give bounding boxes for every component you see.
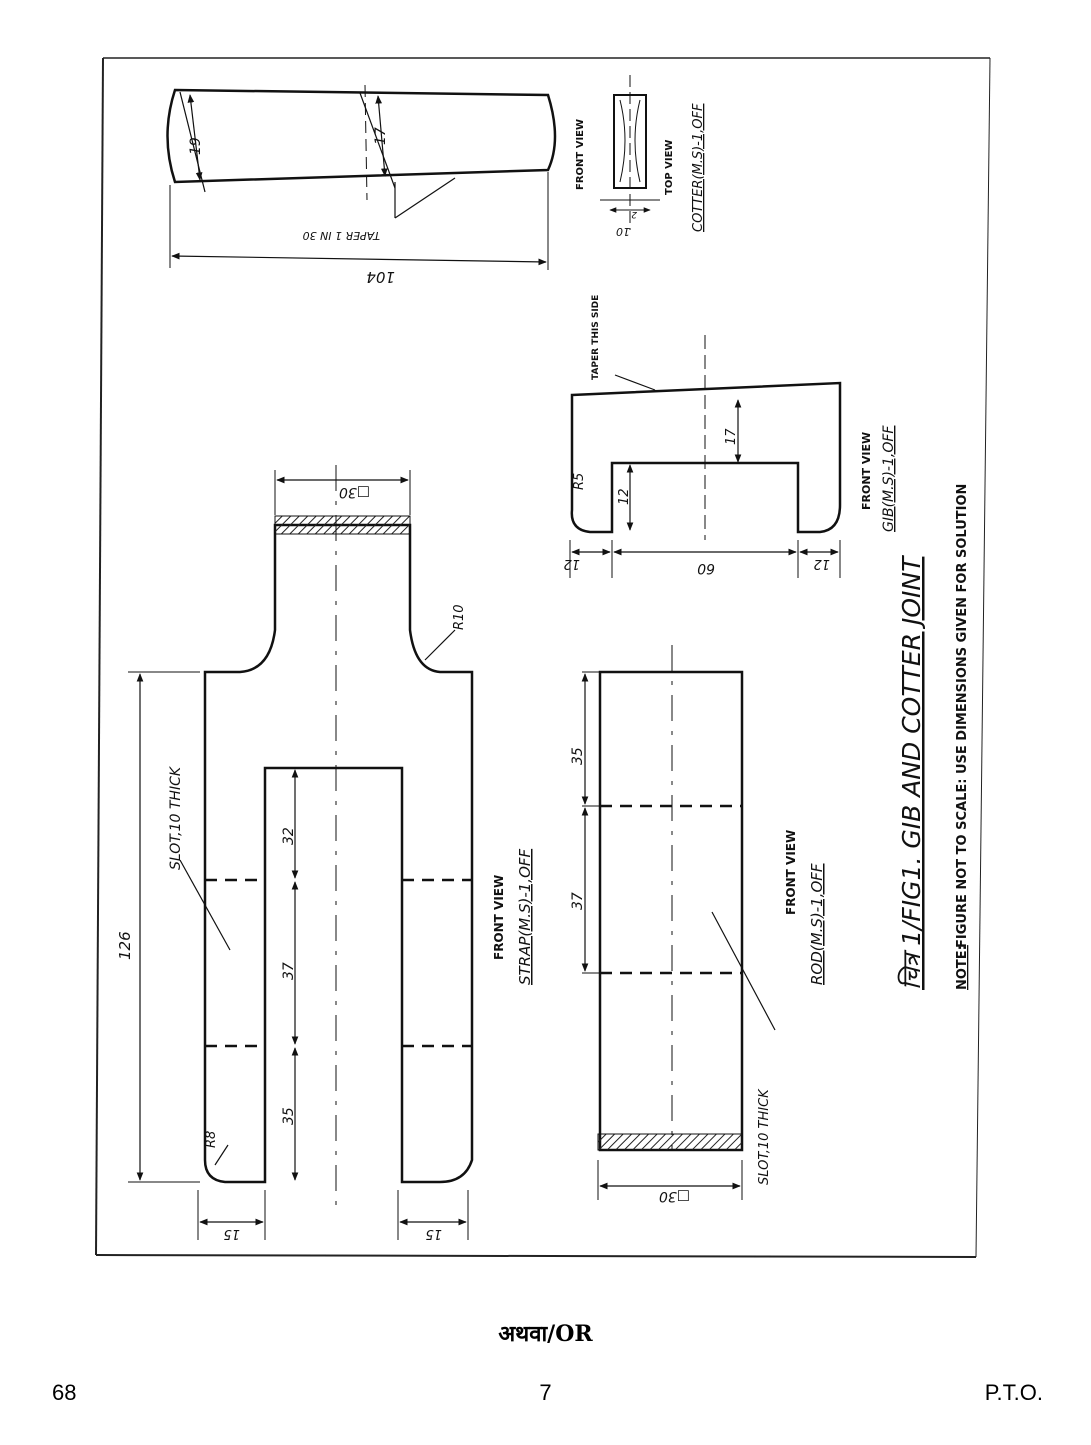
strap-dim-15-right: 15 xyxy=(425,1226,442,1241)
page-number: 7 xyxy=(539,1380,552,1405)
page-code: 68 xyxy=(52,1380,77,1405)
drawing-frame xyxy=(95,57,991,1258)
note-label: NOTE: xyxy=(955,945,970,990)
strap-slot-label: SLOT,10 THICK xyxy=(168,765,184,870)
strap-name: STRAP(M.S)-1,OFF xyxy=(516,848,534,985)
cotter-front-view-label: FRONT VIEW xyxy=(575,119,586,190)
gib-radius-r5: R5 xyxy=(572,473,587,490)
cotter-dim-2: 2 xyxy=(631,209,637,219)
gib-taper-note: TAPER THIS SIDE xyxy=(591,295,601,380)
rod-front-view xyxy=(581,645,776,1200)
cotter-front-view xyxy=(166,84,557,270)
rod-dim-35: 35 xyxy=(570,747,586,765)
cotter-dim-19: 19 xyxy=(188,137,204,155)
cotter-taper-label: TAPER 1 IN 30 xyxy=(303,229,380,242)
rod-square-30: □30 xyxy=(659,1188,690,1204)
cotter-dim-10: 10 xyxy=(616,225,630,238)
strap-dim-35: 35 xyxy=(281,1107,297,1125)
rod-view-label: FRONT VIEW xyxy=(784,830,798,915)
strap-dim-126: 126 xyxy=(116,931,134,960)
gib-name: GIB(M.S)-1,OFF xyxy=(881,425,897,532)
strap-square-30: □30 xyxy=(339,484,370,500)
or-separator: अथवा/OR xyxy=(498,1321,593,1347)
strap-radius-r10: R10 xyxy=(452,604,467,630)
gib-front-view xyxy=(569,335,842,578)
cotter-dim-104: 104 xyxy=(366,268,395,286)
strap-dim-15-left: 15 xyxy=(223,1226,240,1241)
rod-name: ROD(M.S)-1,OFF xyxy=(808,863,826,985)
cotter-top-view xyxy=(600,75,660,230)
cotter-top-view-label: TOP VIEW xyxy=(664,140,675,195)
cotter-dim-17: 17 xyxy=(373,127,389,145)
strap-radius-r8: R8 xyxy=(204,1131,219,1148)
please-turn-over: P.T.O. xyxy=(984,1380,1043,1405)
gib-dim-12-right: 12 xyxy=(813,556,830,571)
strap-dim-37: 37 xyxy=(281,962,297,980)
gib-dim-60: 60 xyxy=(697,560,715,576)
gib-view-label: FRONT VIEW xyxy=(860,432,873,510)
strap-view-label: FRONT VIEW xyxy=(492,875,506,960)
rod-dim-37: 37 xyxy=(570,892,586,910)
gib-dim-12-depth: 12 xyxy=(617,488,632,505)
gib-dim-17: 17 xyxy=(724,428,739,445)
rod-slot-label: SLOT,10 THICK xyxy=(757,1088,772,1185)
figure-title: चित्र 1/FIG1. GIB AND COTTER JOINT xyxy=(897,555,926,990)
note-text: FIGURE NOT TO SCALE: USE DIMENSIONS GIVE… xyxy=(955,484,970,948)
strap-front-view xyxy=(128,465,474,1240)
cotter-name: COTTER(M.S)-1,OFF xyxy=(691,103,706,232)
gib-dim-12-left: 12 xyxy=(563,556,580,571)
strap-dim-32: 32 xyxy=(281,827,297,845)
